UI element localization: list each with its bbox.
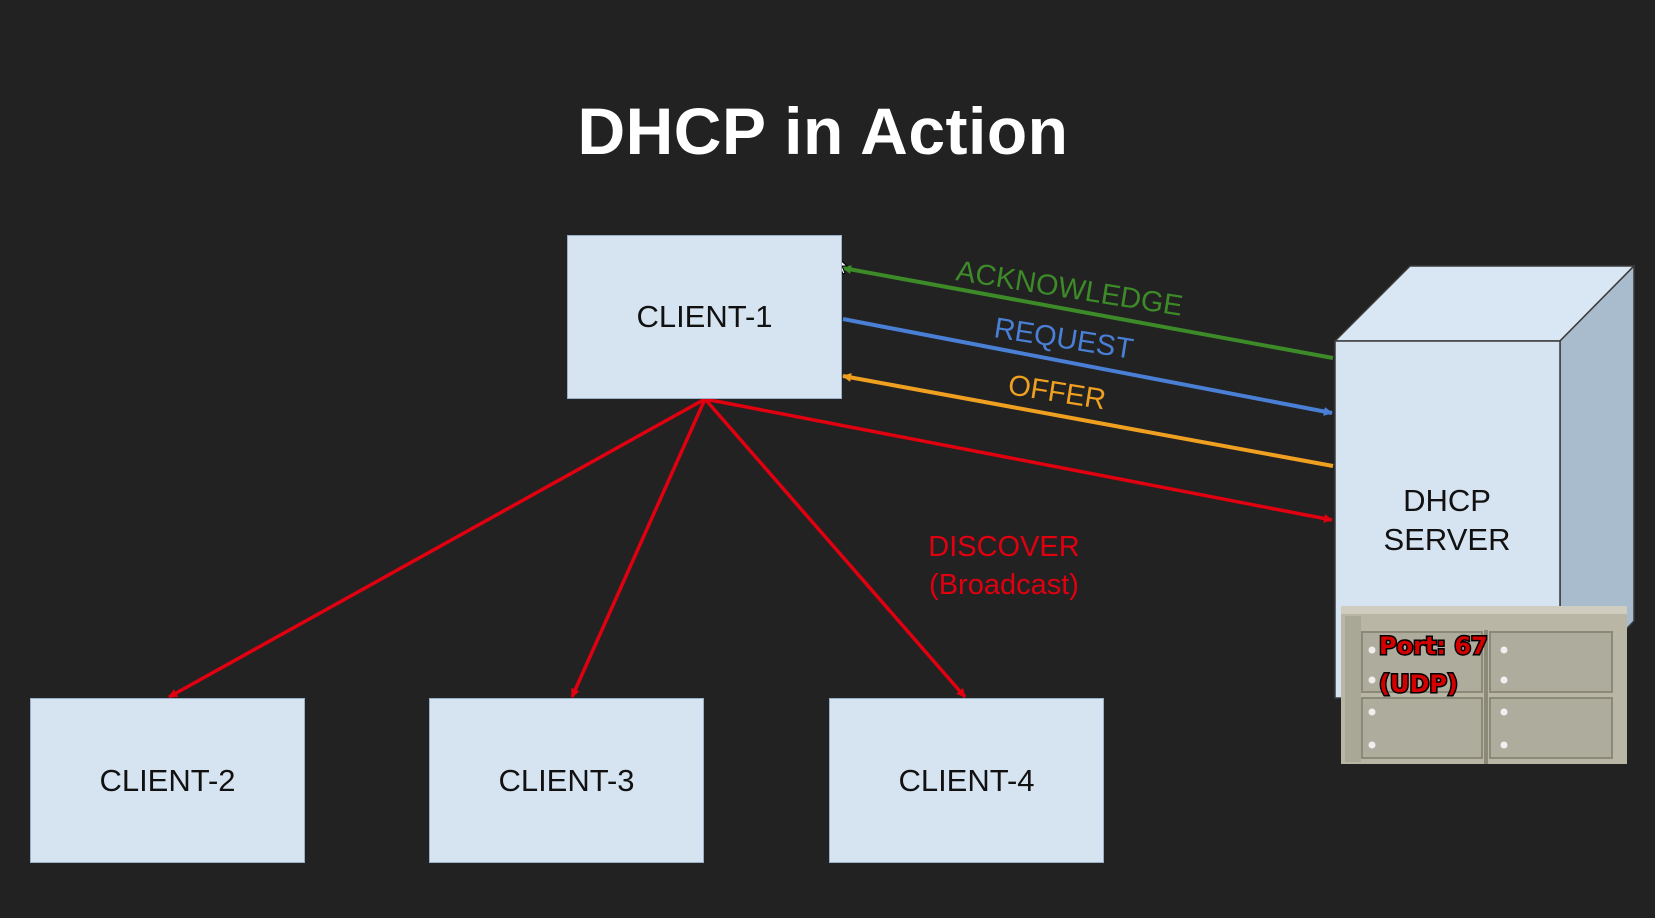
- client-4-label: CLIENT-4: [898, 762, 1035, 798]
- client-1-node: CLIENT-1: [567, 235, 842, 399]
- page-title: DHCP in Action: [577, 94, 1069, 168]
- discover-sublabel: (Broadcast): [929, 569, 1079, 601]
- mailbox-port-image: Port: 67 (UDP): [1341, 606, 1627, 764]
- discover-arrows: [168, 397, 1333, 699]
- acknowledge-label: ACKNOWLEDGE: [954, 255, 1185, 322]
- client-1-label: CLIENT-1: [636, 299, 773, 334]
- discover-label: DISCOVER: [928, 531, 1079, 563]
- discover-arrow-client-2: [168, 397, 706, 699]
- client-2-label: CLIENT-2: [99, 762, 236, 798]
- server-label-line1: DHCP: [1403, 483, 1491, 518]
- request-label: REQUEST: [992, 312, 1136, 366]
- client-2-node: CLIENT-2: [30, 698, 305, 863]
- request-arrow: [842, 317, 1333, 416]
- client-3-label: CLIENT-3: [498, 762, 635, 798]
- offer-arrow: [842, 373, 1334, 468]
- client-3-node: CLIENT-3: [429, 698, 704, 863]
- client-4-node: CLIENT-4: [829, 698, 1104, 863]
- port-label-line2: (UDP): [1379, 670, 1458, 698]
- discover-arrow-server: [704, 397, 1333, 523]
- server-label-line2: SERVER: [1384, 522, 1511, 557]
- discover-arrow-client-3: [570, 398, 707, 698]
- discover-arrow-client-4: [703, 397, 967, 699]
- port-label-line1: Port: 67: [1379, 632, 1488, 660]
- acknowledge-arrow: [842, 265, 1334, 360]
